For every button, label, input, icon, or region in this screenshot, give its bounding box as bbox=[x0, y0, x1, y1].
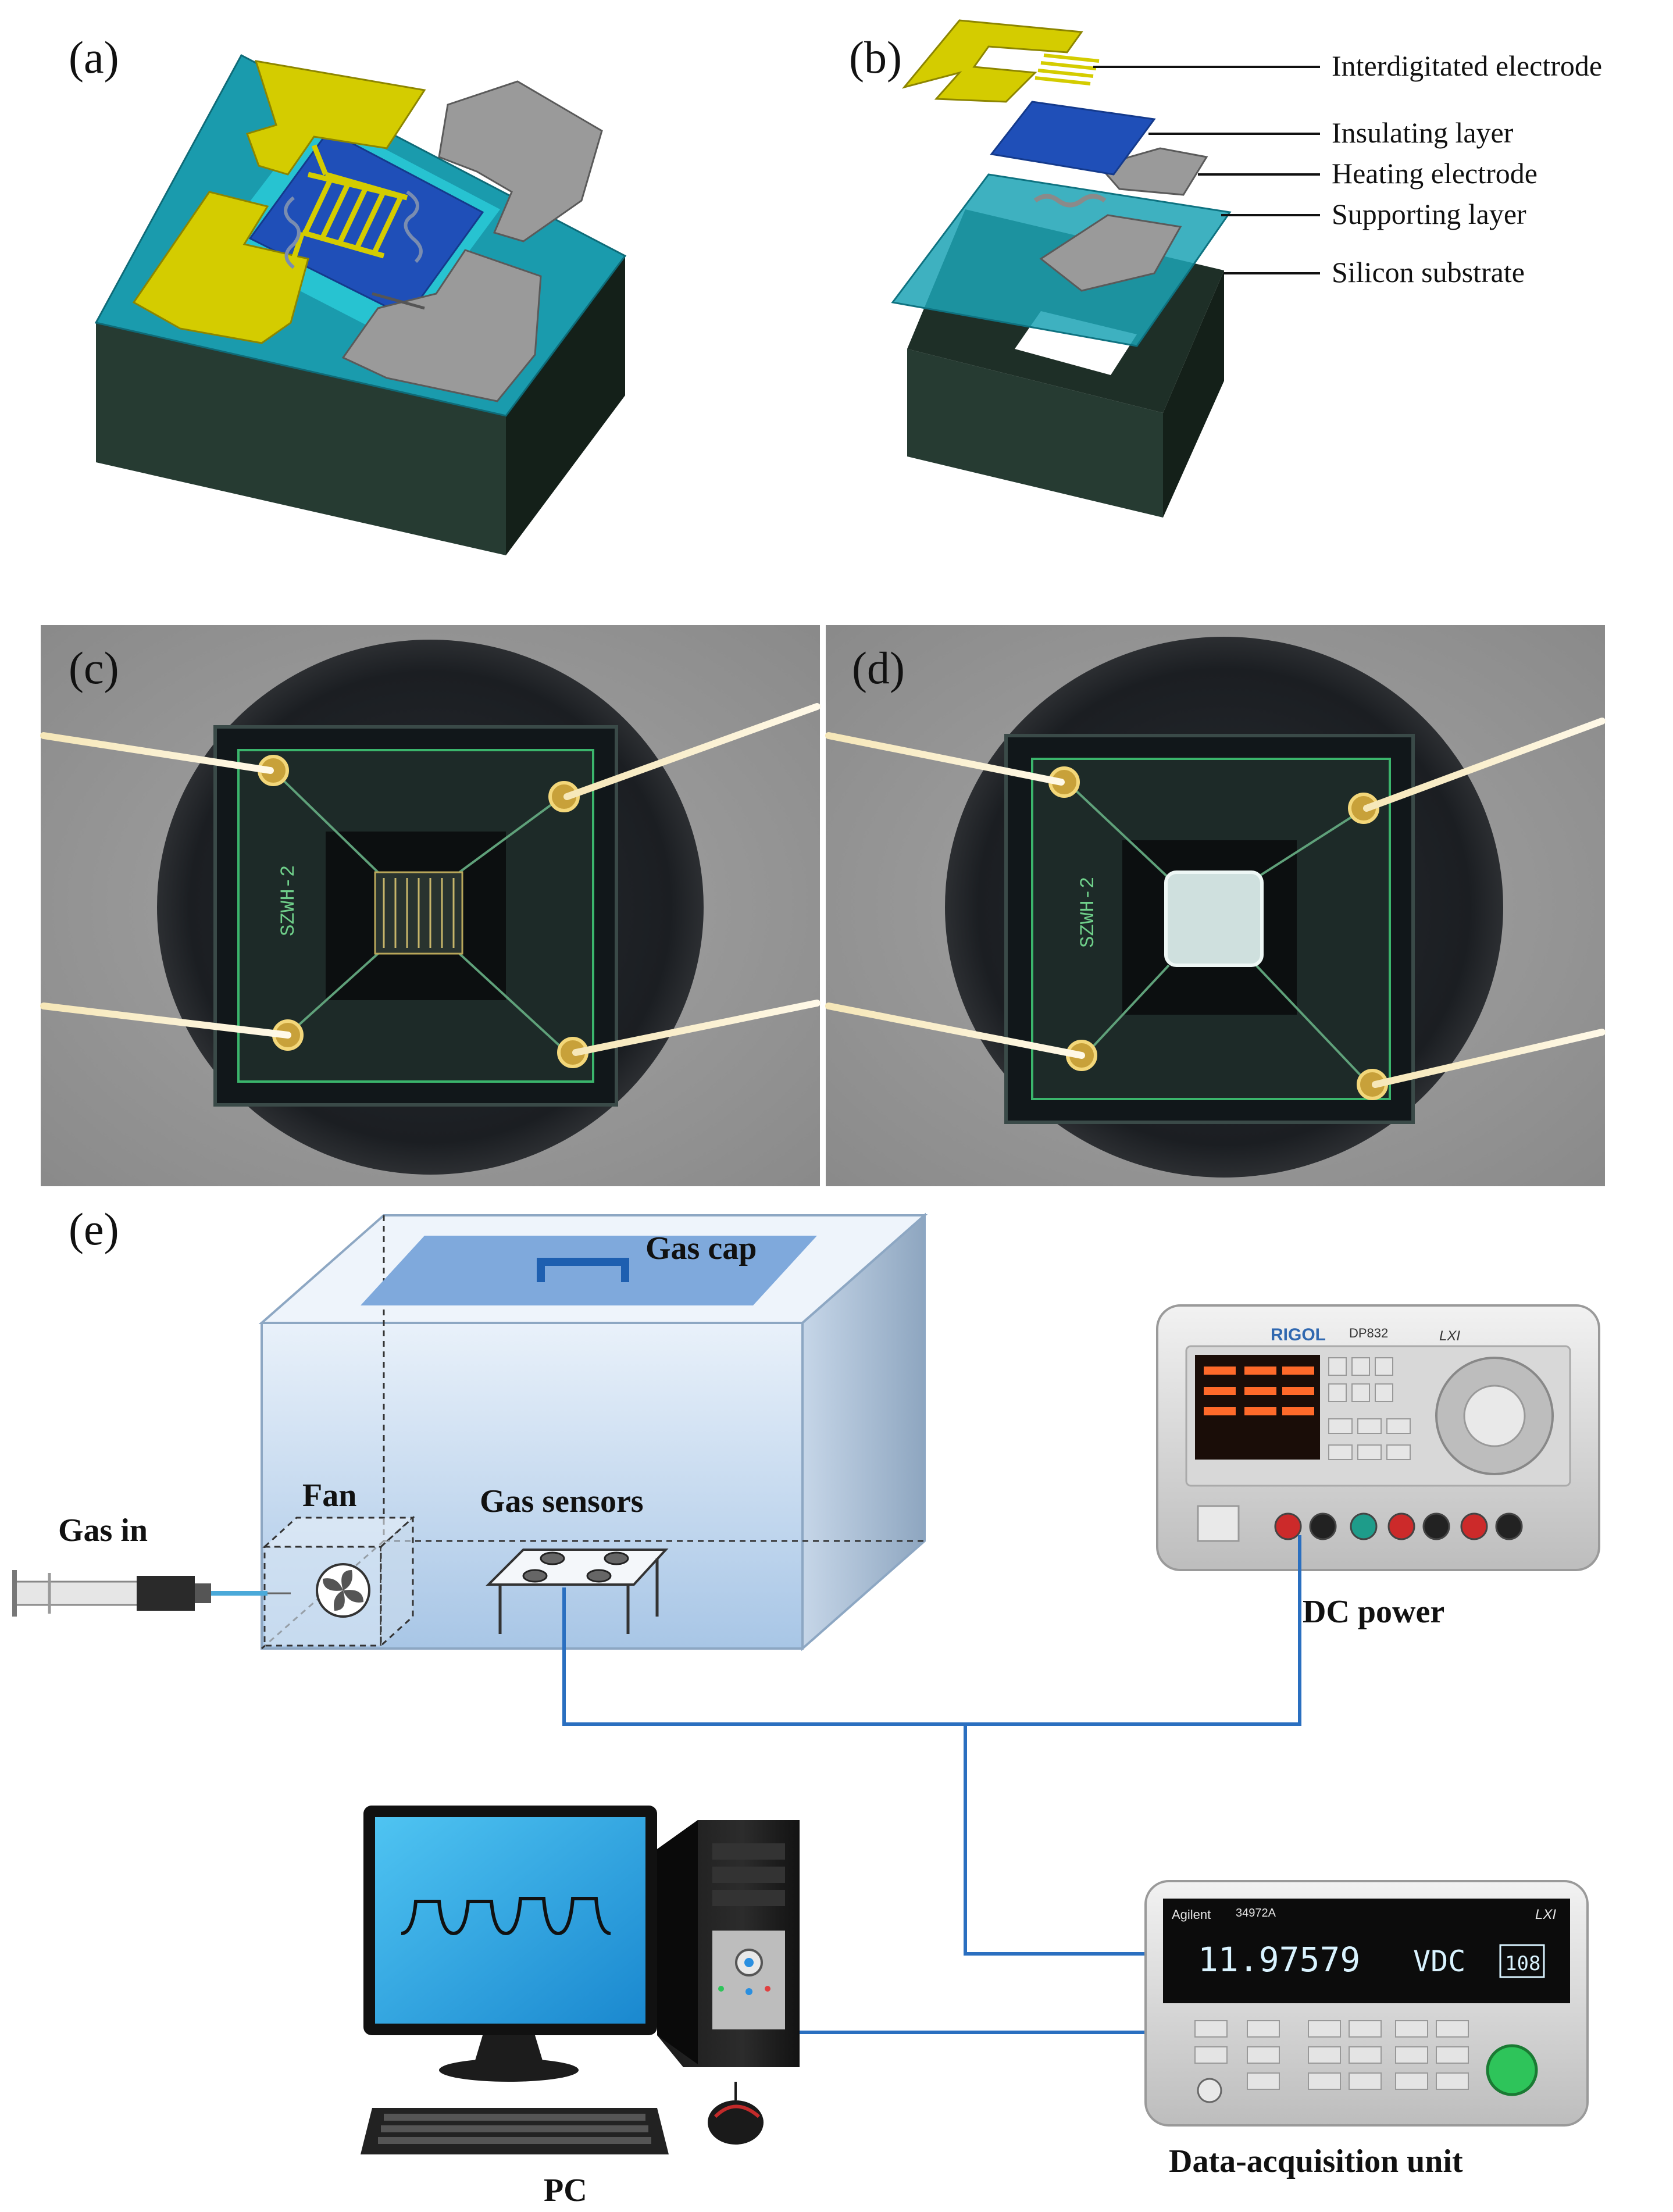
sensor-devices bbox=[522, 1551, 629, 1583]
response-curve bbox=[401, 1897, 611, 1936]
daq-channel: 108 bbox=[1505, 1952, 1540, 1975]
gold-pad-top bbox=[246, 60, 426, 176]
syringe-icon bbox=[12, 1570, 291, 1617]
panel-b: (b) Interdigitated electrode Insulating … bbox=[849, 19, 1602, 518]
rigol-lxi: LXI bbox=[1439, 1328, 1460, 1344]
pc-screen bbox=[375, 1817, 645, 2024]
panel-c-label: (c) bbox=[69, 643, 119, 693]
panel-e: (e) Gas cap Fan G bbox=[12, 1204, 1600, 2209]
chip-d-sensing-film bbox=[1164, 870, 1264, 967]
fan-icon bbox=[316, 1563, 370, 1618]
substrate-front-face bbox=[96, 323, 506, 555]
grey-pad-bottom bbox=[341, 249, 542, 402]
daq-unit-readout: VDC bbox=[1413, 1945, 1465, 1978]
mouse-icon bbox=[708, 2082, 764, 2145]
label-silicon-substrate: Silicon substrate bbox=[1332, 256, 1525, 288]
connection-wires bbox=[562, 1535, 1301, 2034]
silicon-front bbox=[907, 349, 1163, 518]
daq-brand: Agilent bbox=[1172, 1907, 1211, 1922]
dc-terminals bbox=[1274, 1512, 1523, 1540]
pc-tower bbox=[657, 1820, 800, 2067]
pc-monitor bbox=[363, 1806, 657, 2082]
daq-model: 34972A bbox=[1236, 1907, 1276, 1920]
panel-b-label: (b) bbox=[849, 32, 902, 83]
heating-electrode-serpentine bbox=[1033, 194, 1107, 208]
heating-electrode-top bbox=[1097, 147, 1208, 196]
gold-pad-bottom bbox=[132, 191, 309, 344]
daq-reading: 11.97579 bbox=[1198, 1940, 1360, 1979]
rigol-brand: RIGOL bbox=[1271, 1325, 1326, 1344]
gas-cap-window bbox=[361, 1236, 817, 1305]
daq-lxi: LXI bbox=[1535, 1907, 1556, 1922]
dc-screen-readouts bbox=[1204, 1367, 1314, 1415]
chamber-side bbox=[801, 1212, 926, 1651]
chip-d-traces bbox=[1069, 784, 1368, 1083]
interdigitated-electrode bbox=[288, 144, 408, 269]
ide-fingers bbox=[1035, 53, 1100, 85]
keyboard-icon bbox=[361, 2108, 669, 2154]
heater-serpentine-right bbox=[404, 190, 423, 263]
panel-a-label: (a) bbox=[69, 32, 119, 83]
daq-power-button bbox=[1197, 2078, 1222, 2103]
interdigitated-electrode-layer bbox=[901, 19, 1083, 103]
label-dc-power: DC power bbox=[1303, 1594, 1444, 1630]
substrate-right-face bbox=[506, 256, 625, 555]
label-gas-in: Gas in bbox=[58, 1512, 148, 1549]
panel-c: (c) SZWH-2 bbox=[40, 625, 821, 1186]
dc-power-supply: RIGOL DP832 LXI bbox=[1156, 1304, 1600, 1571]
label-insulating-layer: Insulating layer bbox=[1332, 116, 1514, 149]
daq-display-panel bbox=[1163, 1899, 1570, 2003]
wires-c bbox=[40, 703, 821, 1056]
panel-a: (a) bbox=[69, 32, 627, 555]
label-pc: PC bbox=[544, 2172, 587, 2209]
silicon-right bbox=[1163, 270, 1224, 518]
daq-channel-box bbox=[1499, 1944, 1545, 1978]
label-interdigitated-electrode: Interdigitated electrode bbox=[1332, 49, 1602, 82]
panel-e-label: (e) bbox=[69, 1204, 119, 1254]
fan-box-side bbox=[380, 1515, 414, 1648]
chip-c-traces bbox=[278, 775, 568, 1054]
panel-d: (d) SZWH-2 bbox=[821, 625, 1606, 1186]
label-gas-sensors: Gas sensors bbox=[480, 1483, 644, 1519]
dc-power-switch bbox=[1197, 1505, 1240, 1542]
chip-c-fingers bbox=[383, 878, 455, 948]
gas-cap-handle bbox=[537, 1258, 629, 1282]
daq-knob bbox=[1486, 2044, 1538, 2096]
label-data-acquisition-unit: Data-acquisition unit bbox=[1169, 2143, 1463, 2179]
insulating-layer bbox=[990, 101, 1156, 176]
wires-d bbox=[825, 718, 1606, 1088]
rigol-model: DP832 bbox=[1349, 1326, 1388, 1340]
label-gas-cap: Gas cap bbox=[645, 1230, 757, 1266]
dc-knob bbox=[1463, 1385, 1526, 1447]
chip-d-marking: SZWH-2 bbox=[1078, 877, 1100, 948]
daq-buttons bbox=[1194, 2020, 1469, 2090]
label-fan: Fan bbox=[302, 1478, 356, 1514]
daq-unit: Agilent 34972A LXI 11.97579 VDC 108 bbox=[1144, 1880, 1589, 2127]
heater-lead bbox=[372, 292, 425, 310]
label-heating-electrode: Heating electrode bbox=[1332, 157, 1538, 190]
chip-c-marking: SZWH-2 bbox=[278, 865, 300, 936]
heating-electrode-shape bbox=[1039, 214, 1182, 292]
label-supporting-layer: Supporting layer bbox=[1332, 198, 1526, 230]
sensor-table-legs bbox=[498, 1558, 659, 1634]
panel-d-label: (d) bbox=[852, 643, 905, 693]
grey-pad-top bbox=[438, 80, 603, 242]
dc-buttons bbox=[1328, 1357, 1411, 1460]
heater-serpentine bbox=[284, 196, 301, 269]
